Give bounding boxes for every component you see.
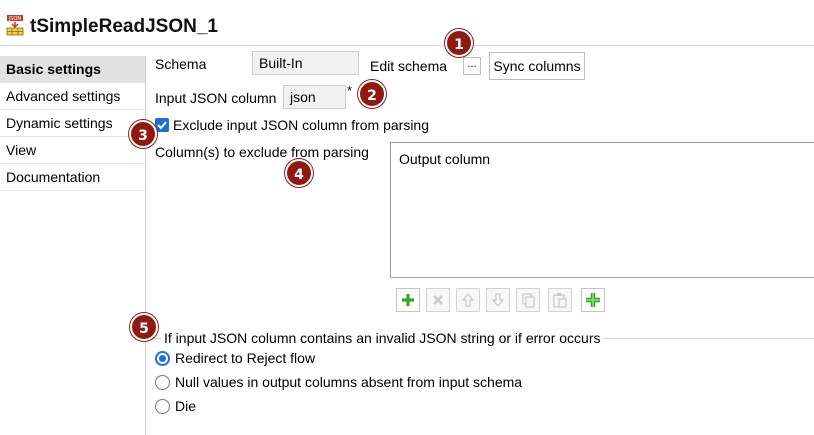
callout-4: 4 bbox=[285, 159, 313, 187]
radio-die-label: Die bbox=[175, 398, 197, 414]
title-bar: JSON tSimpleReadJSON_1 bbox=[0, 0, 814, 46]
add-multiple-button[interactable] bbox=[581, 288, 605, 312]
required-asterisk: * bbox=[347, 83, 353, 98]
radio-null-values-label: Null values in output columns absent fro… bbox=[175, 374, 523, 390]
error-group-legend: If input JSON column contains an invalid… bbox=[162, 330, 603, 346]
radio-die[interactable] bbox=[155, 399, 170, 414]
schema-select[interactable]: Built-In bbox=[252, 51, 359, 75]
input-json-column-label: Input JSON column bbox=[155, 90, 277, 106]
callout-2: 2 bbox=[358, 80, 386, 108]
radio-redirect-reject[interactable] bbox=[155, 351, 170, 366]
sync-columns-button[interactable]: Sync columns bbox=[489, 52, 585, 80]
arrow-down-icon bbox=[491, 293, 505, 307]
sidebar-item-basic-settings[interactable]: Basic settings bbox=[0, 56, 145, 83]
sidebar-item-documentation[interactable]: Documentation bbox=[0, 164, 145, 191]
delete-icon bbox=[433, 295, 443, 305]
json-component-icon: JSON bbox=[6, 15, 24, 36]
remove-row-button[interactable] bbox=[426, 288, 450, 312]
svg-text:JSON: JSON bbox=[8, 16, 22, 22]
move-up-button[interactable] bbox=[456, 288, 480, 312]
plus-multiple-icon bbox=[586, 293, 600, 307]
arrow-up-icon bbox=[461, 293, 475, 307]
plus-icon bbox=[402, 294, 414, 306]
paste-icon bbox=[553, 293, 567, 308]
callout-1: 1 bbox=[445, 29, 473, 57]
sidebar-item-dynamic-settings[interactable]: Dynamic settings bbox=[0, 110, 145, 137]
checkmark-icon bbox=[157, 121, 167, 130]
exclude-json-label: Exclude input JSON column from parsing bbox=[173, 117, 429, 133]
paste-button[interactable] bbox=[548, 288, 572, 312]
input-json-column-select[interactable]: json bbox=[283, 85, 346, 109]
table-header-output-column: Output column bbox=[399, 151, 491, 167]
add-row-button[interactable] bbox=[396, 288, 420, 312]
radio-redirect-reject-label: Redirect to Reject flow bbox=[175, 350, 316, 366]
exclude-columns-table[interactable]: Output column bbox=[390, 142, 814, 278]
edit-schema-label: Edit schema bbox=[370, 58, 448, 74]
exclude-json-checkbox[interactable] bbox=[155, 118, 169, 132]
callout-3: 3 bbox=[129, 120, 157, 148]
callout-5: 5 bbox=[130, 313, 158, 341]
edit-schema-button[interactable]: ... bbox=[463, 57, 481, 75]
settings-sidebar: Basic settings Advanced settings Dynamic… bbox=[0, 56, 146, 435]
window-title: tSimpleReadJSON_1 bbox=[30, 16, 218, 37]
copy-icon bbox=[522, 293, 535, 308]
copy-button[interactable] bbox=[516, 288, 540, 312]
sidebar-item-advanced-settings[interactable]: Advanced settings bbox=[0, 83, 145, 110]
move-down-button[interactable] bbox=[486, 288, 510, 312]
sidebar-item-view[interactable]: View bbox=[0, 137, 145, 164]
columns-exclude-label: Column(s) to exclude from parsing bbox=[155, 144, 369, 160]
schema-label: Schema bbox=[155, 56, 207, 72]
radio-null-values[interactable] bbox=[155, 375, 170, 390]
